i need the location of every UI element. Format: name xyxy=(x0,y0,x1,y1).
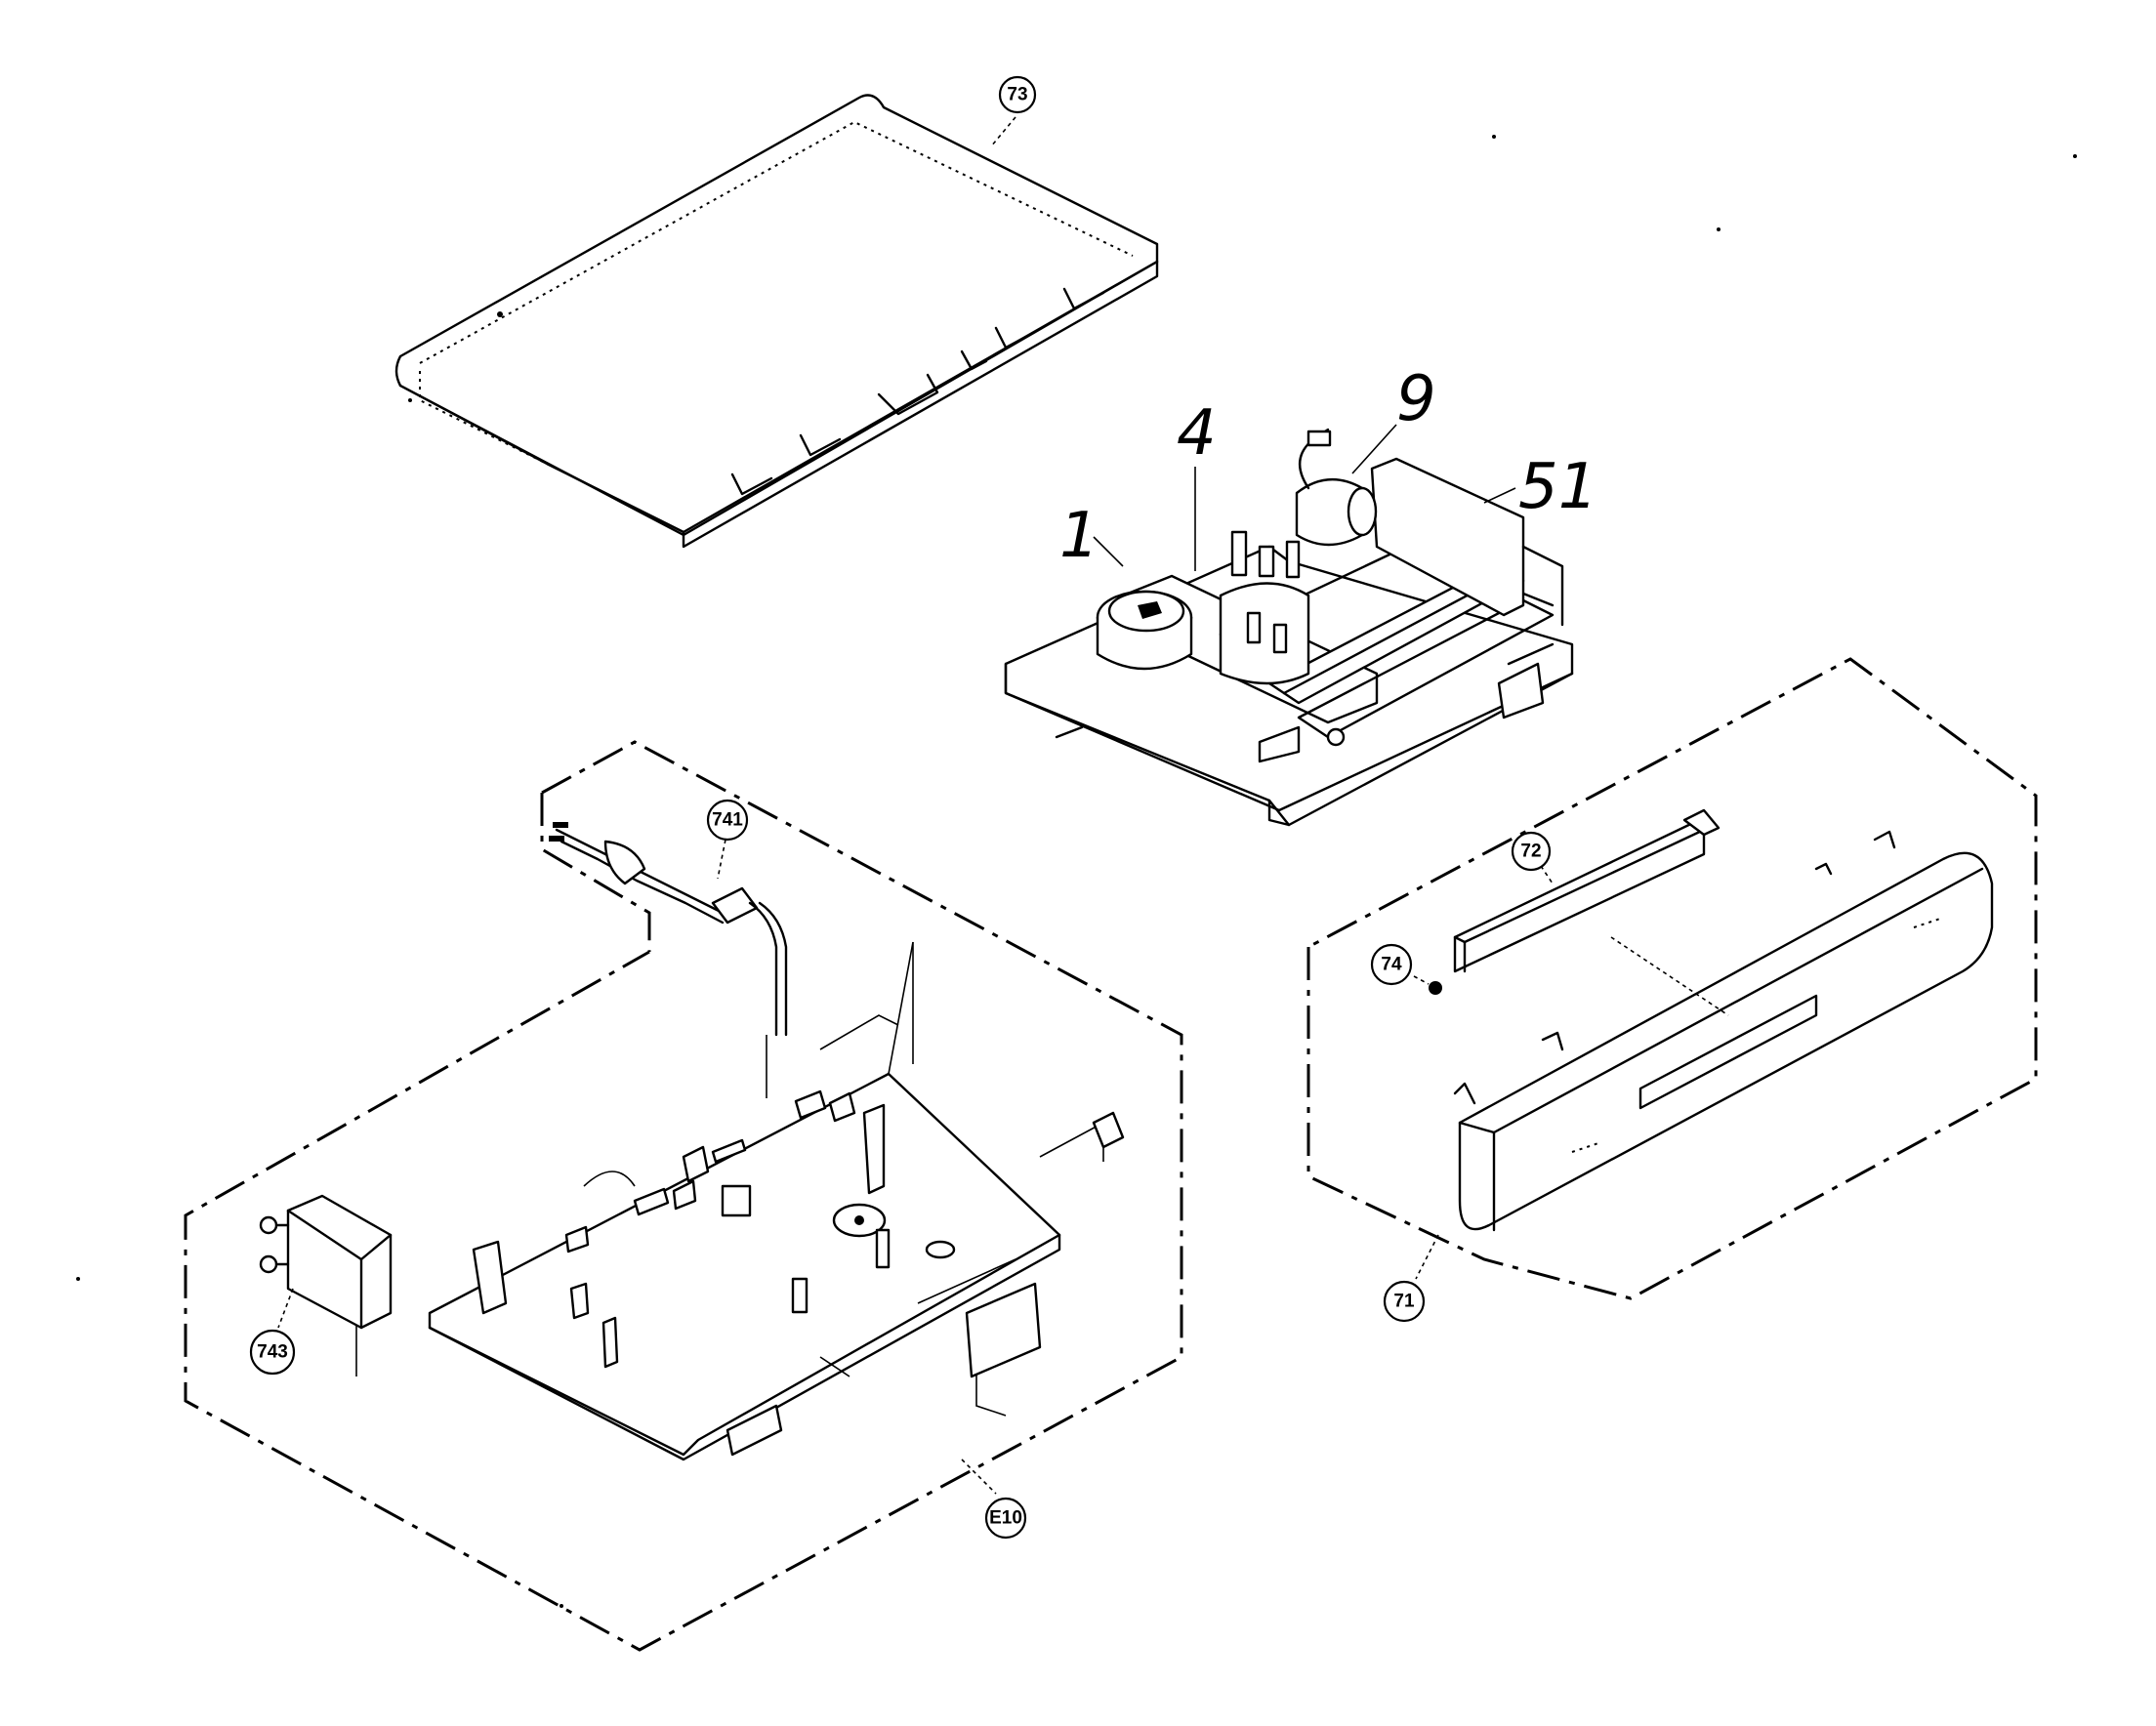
label-part-51: 51 xyxy=(1518,451,1597,523)
callout-71-label: 71 xyxy=(1393,1292,1415,1312)
callout-E10: E10 xyxy=(961,1459,1027,1540)
top-cover xyxy=(394,94,1159,549)
callout-743: 743 xyxy=(249,1288,296,1376)
callout-72: 72 xyxy=(1511,831,1554,884)
callout-74-label: 74 xyxy=(1381,955,1402,975)
rf-modulator xyxy=(259,1194,393,1330)
callout-71: 71 xyxy=(1383,1234,1439,1323)
callout-72-label: 72 xyxy=(1520,842,1541,862)
front-panel xyxy=(1453,830,1994,1232)
label-part-1: 1 xyxy=(1059,500,1099,572)
door xyxy=(1453,808,1729,1016)
callout-741: 741 xyxy=(706,799,749,880)
callout-E10-label: E10 xyxy=(989,1508,1022,1529)
power-cord xyxy=(549,822,788,1098)
callout-73-label: 73 xyxy=(1007,85,1027,105)
handwritten-labels: 1 4 9 51 xyxy=(1059,363,1597,572)
callout-743-label: 743 xyxy=(257,1342,288,1363)
label-part-9: 9 xyxy=(1396,363,1436,435)
front-panel-boundary xyxy=(1306,657,2038,1300)
callout-741-label: 741 xyxy=(712,810,743,831)
screw xyxy=(1413,975,1442,995)
scan-specks xyxy=(76,135,2077,1608)
tape-mechanism xyxy=(1004,428,1574,827)
label-part-4: 4 xyxy=(1177,397,1217,470)
main-board xyxy=(355,941,1125,1461)
callout-74: 74 xyxy=(1370,943,1413,986)
callout-73: 73 xyxy=(990,75,1037,147)
board-boundary xyxy=(184,740,1183,1652)
